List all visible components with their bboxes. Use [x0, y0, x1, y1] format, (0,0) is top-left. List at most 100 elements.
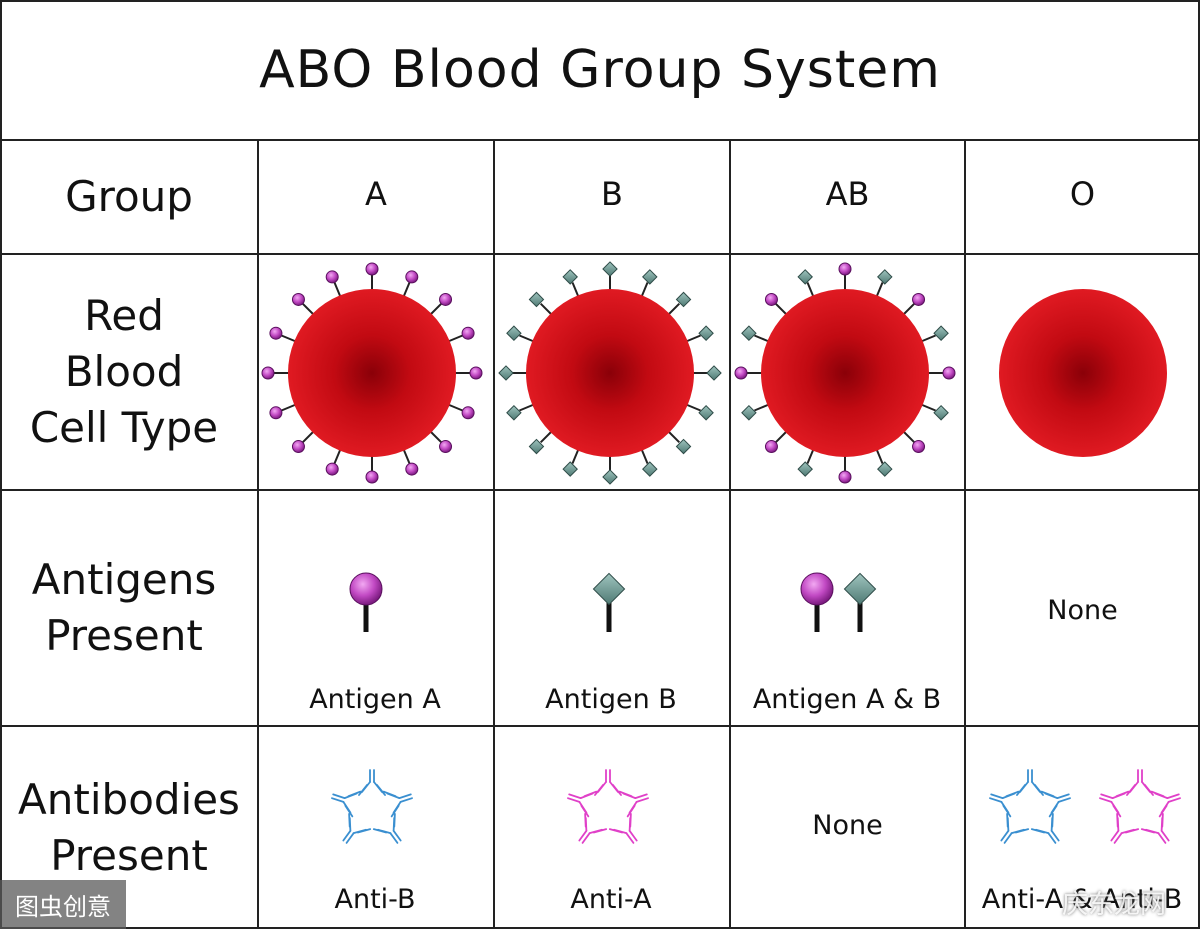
rbc-b-antigen-b [602, 261, 618, 277]
rbc-ab-antigen-a [764, 440, 778, 454]
row-header-group: Group [0, 140, 258, 254]
rbc-o-body [999, 289, 1167, 457]
antibody-anti-a-o-y1 [1150, 790, 1181, 818]
antigen-caption-a: Antigen A [309, 684, 441, 715]
row-header-rbc-line1: Red [84, 291, 164, 340]
rbc-b-antigen-b [698, 405, 714, 421]
rbc-ab-stalk [774, 430, 788, 444]
group-header-b: B [601, 175, 623, 213]
rbc-ab-antigen-b [797, 269, 813, 285]
antibody-anti-b-o-y3 [1000, 812, 1030, 844]
rbc-a-antigen-a [325, 270, 339, 284]
rbc-b-antigen-b [498, 365, 514, 381]
chart-title: ABO Blood Group System [259, 40, 941, 100]
group-header-ab: AB [825, 175, 870, 213]
rbc-b-antigen-b [562, 461, 578, 477]
rbc-ab-antigen-b [877, 461, 893, 477]
rbc-a [261, 262, 483, 484]
antibody-none-ab: None [812, 809, 883, 841]
rbc-b-stalk [667, 302, 681, 316]
antigen-ab-symbol-a-head [800, 572, 834, 606]
rbc-a-antigen-a [439, 292, 453, 306]
rbc-a-stalk [333, 282, 342, 298]
rbc-b-stalk [519, 403, 535, 412]
rbc-ab-stalk [920, 403, 936, 412]
rbc-a-stalk [447, 334, 463, 343]
antigen-ab-symbol-b-head [843, 572, 877, 606]
rbc-b [498, 261, 722, 485]
rbc-a-antigen-a [461, 326, 475, 340]
antibody-anti-a-o-y0 [1126, 769, 1154, 796]
watermark-left: 图虫创意 [0, 880, 126, 929]
rbc-a-antigen-a [405, 462, 419, 476]
rbc-a-stalk [402, 282, 411, 298]
rbc-a-antigen-a [365, 470, 379, 484]
antibody-anti-b-o-y2 [1030, 812, 1060, 844]
antibody-anti-a-o-y4 [1099, 790, 1130, 818]
rbc-ab-antigen-a [912, 292, 926, 306]
row-header-antibodies-line2: Present [50, 830, 208, 880]
antibody-anti-b-a-y2 [372, 812, 402, 844]
rbc-a-antigen-a [461, 406, 475, 420]
antibody-anti-b-o-y4 [989, 790, 1020, 818]
rbc-b-antigen-b [528, 291, 545, 308]
rbc-ab-antigen-a [942, 366, 956, 380]
rbc-b-antigen-b [706, 365, 722, 381]
antibody-anti-a-b-y2 [608, 812, 638, 844]
rbc-b-antigen-b [506, 325, 522, 341]
antibody-anti-a-b-y1 [618, 790, 649, 818]
rbc-a-antigen-a [439, 440, 453, 454]
antibody-anti-a-b-y0 [594, 769, 622, 796]
rbc-b-stalk [667, 430, 681, 444]
rbc-a-antigen-a [269, 406, 283, 420]
rbc-ab-antigen-a [838, 470, 852, 484]
rbc-ab-antigen-a [838, 262, 852, 276]
rbc-a-body [288, 289, 456, 457]
row-header-antigens-line1: Antigens [31, 555, 217, 604]
antibody-caption-b: Anti-A [570, 884, 652, 915]
rbc-a-antigen-a [365, 262, 379, 276]
rbc-b-body [526, 289, 694, 457]
antibody-anti-b-a-y1 [382, 790, 413, 818]
antibody-anti-a-b-y3 [578, 812, 608, 844]
antibody-caption-o: Anti-A & Anti-B [981, 884, 1183, 915]
watermark-right: 庆东龙网 [1062, 884, 1166, 921]
antibody-anti-a-o-y3 [1110, 812, 1140, 844]
antibody-anti-b-a-y3 [342, 812, 372, 844]
rbc-b-stalk [519, 334, 535, 343]
rbc-ab-antigen-b [797, 461, 813, 477]
rbc-b-antigen-b [675, 438, 692, 455]
rbc-ab [734, 262, 956, 484]
rbc-b-antigen-b [562, 269, 578, 285]
rbc-ab-stalk [754, 403, 770, 412]
rbc-b-antigen-b [528, 438, 545, 455]
rbc-a-stalk [333, 448, 342, 464]
rbc-b-antigen-b [698, 325, 714, 341]
group-header-a: A [365, 175, 387, 213]
row-header-rbc: Red Blood Cell Type [0, 254, 248, 490]
rbc-a-antigen-a [261, 366, 275, 380]
antibody-anti-a-b [567, 769, 649, 844]
antibody-anti-b-o [989, 769, 1071, 844]
row-header-antibodies-line1: Antibodies [18, 774, 240, 824]
rbc-ab-stalk [875, 448, 884, 464]
antibody-caption-a: Anti-B [334, 884, 416, 915]
rbc-b-stalk [571, 448, 580, 464]
antigen-caption-b: Antigen B [545, 684, 677, 715]
rbc-ab-antigen-b [877, 269, 893, 285]
antibody-anti-b-o-y0 [1016, 769, 1044, 796]
rbc-a-antigen-a [291, 440, 305, 454]
row-header-antigens: Antigens Present [0, 490, 248, 726]
antibody-anti-a-b-y4 [567, 790, 598, 818]
rbc-b-antigen-b [642, 461, 658, 477]
rbc-b-stalk [640, 448, 649, 464]
rbc-b-stalk [685, 334, 701, 343]
antibody-anti-b-o-y1 [1040, 790, 1071, 818]
rbc-ab-stalk [754, 334, 770, 343]
rbc-a-stalk [301, 430, 315, 444]
rbc-a-antigen-a [469, 366, 483, 380]
rbc-ab-stalk [806, 282, 815, 298]
antibody-anti-b-a [331, 769, 413, 844]
antibody-anti-b-a-y0 [358, 769, 386, 796]
